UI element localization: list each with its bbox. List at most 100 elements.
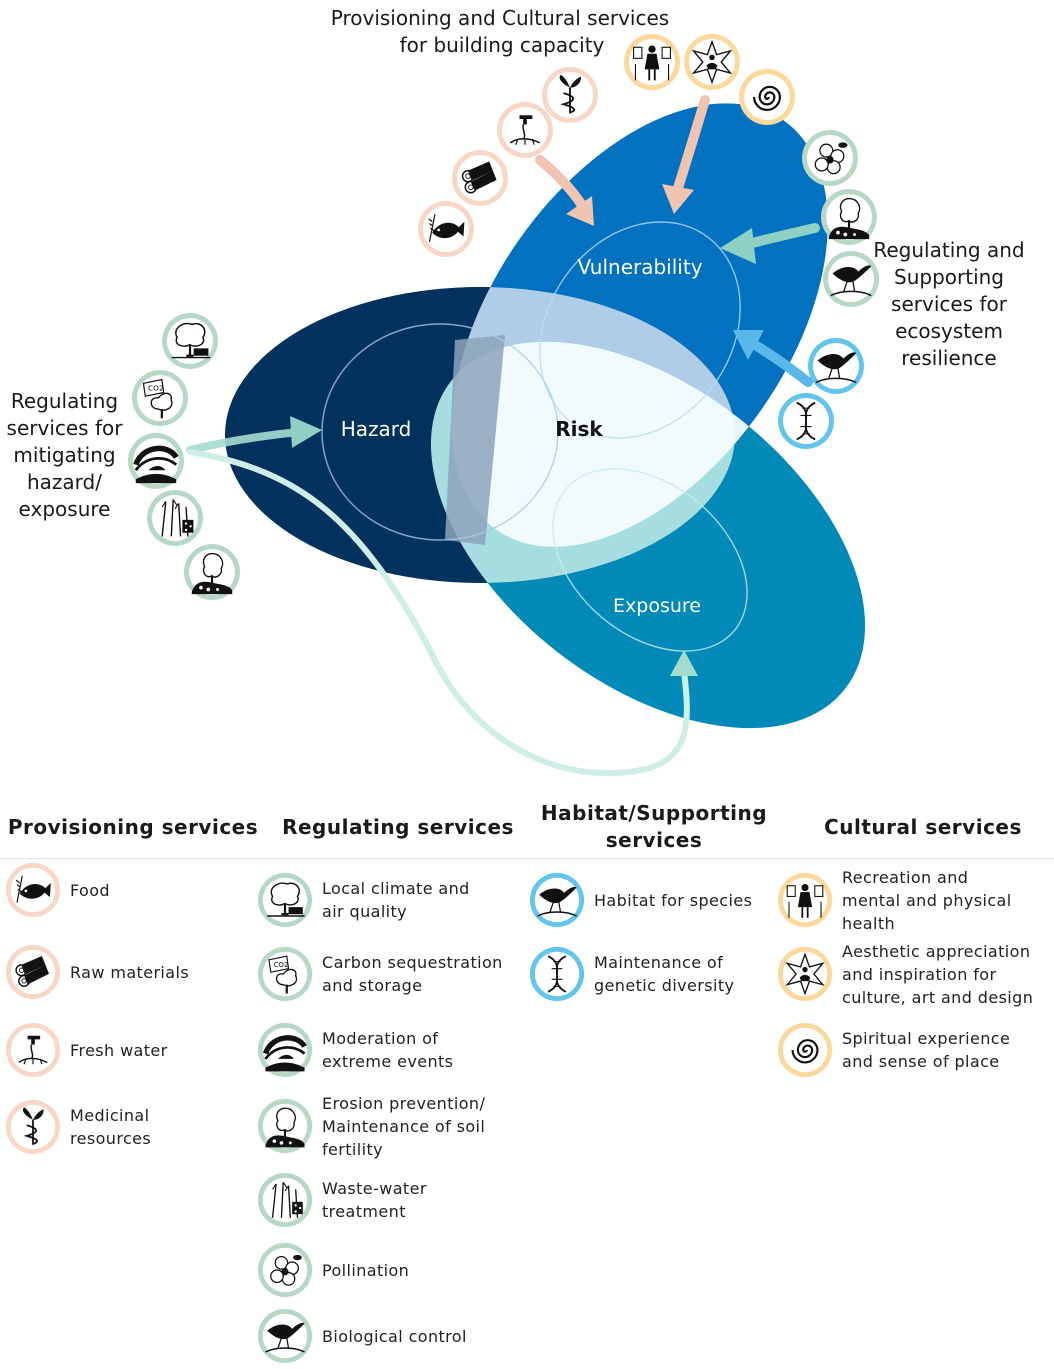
top-annotation-line-1: Provisioning and Cultural services (330, 6, 670, 30)
right-annotation-line-2: Supporting (894, 265, 1004, 289)
legend-item-erosion-prevention: Erosion prevention/Maintenance of soil fe… (256, 1092, 485, 1161)
exposure-label: Exposure (613, 595, 701, 617)
right-annotation-line-3: services for (891, 292, 1007, 316)
soil-fertility-icon (184, 544, 240, 600)
legend-item-label: Local climate and air quality (322, 877, 470, 923)
legend-item-extreme-events: Moderation of extreme events (256, 1018, 453, 1082)
arrow-habitat-left (750, 340, 813, 387)
legend-item-label: Erosion prevention/Maintenance of soil fe… (322, 1092, 485, 1161)
risk-label: Risk (555, 417, 603, 441)
legend-item-biological-control: Biological control (256, 1304, 467, 1368)
exposure-inner-outline (552, 468, 748, 652)
right-annotation-line-1: Regulating and (873, 238, 1025, 262)
legend-item-pollination: Pollination (256, 1238, 409, 1302)
legend-item-aesthetic: Aesthetic appreciation and inspiration fo… (776, 940, 1033, 1009)
legend-item-label-line: Recreation and (842, 867, 969, 887)
fresh-water-icon (5, 1022, 61, 1078)
extreme-events-icon (257, 1022, 313, 1078)
legend-item-label: Aesthetic appreciation and inspiration fo… (842, 940, 1033, 1009)
legend-item-label: Food (70, 879, 110, 902)
vulnerability-inner-outline (539, 221, 741, 439)
legend-head-habitat-line-1: Habitat/Supporting (540, 801, 768, 825)
arrow-cultural-down-head (662, 184, 694, 214)
top-annotation-line-2: for building capacity (399, 33, 605, 57)
legend-item-label-line: and storage (322, 976, 423, 995)
legend-item-label-line: extreme events (322, 1052, 454, 1071)
svg-text:CO2: CO2 (148, 384, 164, 393)
legend-item-label-line: Pollination (322, 1260, 410, 1280)
aesthetic-icon (777, 946, 833, 1002)
legend-head-regulating-line-1: Regulating services (282, 815, 514, 839)
carbon-sequestration-icon: CO2 (132, 370, 188, 426)
pollination-icon (802, 130, 858, 186)
arrow-habitat-left-head (733, 330, 764, 360)
erosion-prevention-icon (257, 1098, 313, 1154)
top-annotation: Provisioning and Cultural services for b… (300, 5, 700, 59)
local-climate-icon (257, 872, 313, 928)
left-annotation-line-5: exposure (18, 497, 111, 521)
legend-item-label: Moderation of extreme events (322, 1027, 453, 1073)
legend-item-label-line: mental and physical (842, 890, 1012, 910)
vulnerability-label: Vulnerability (577, 255, 702, 279)
left-annotation: Regulating services for mitigating hazar… (2, 388, 127, 523)
biological-control-icon (823, 251, 879, 307)
fresh-water-icon (497, 102, 553, 158)
legend-item-label: Pollination (322, 1259, 409, 1282)
legend-item-label-line: Erosion prevention/ (322, 1093, 486, 1113)
legend-item-label-line: Spiritual experience (842, 1029, 1011, 1048)
legend-item-label-line: Medicinal (70, 1106, 150, 1125)
legend-item-label-line: Biological control (322, 1326, 467, 1346)
legend-head-cultural: Cultural services (800, 814, 1046, 841)
raw-materials-icon (452, 150, 508, 206)
food-icon (5, 862, 61, 918)
legend-head-regulating: Regulating services (280, 814, 516, 841)
legend-item-label-line: Moderation of (322, 1029, 439, 1048)
genetic-diversity-icon (778, 393, 834, 449)
arrow-regulating-hazard-head (290, 416, 322, 448)
left-annotation-line-1: Regulating (10, 389, 119, 413)
medicinal-resources-icon (542, 67, 598, 123)
legend-item-raw-materials: Raw materials (4, 940, 189, 1004)
right-annotation-line-4: ecosystem (895, 319, 1003, 343)
legend-item-label: Medicinal resources (70, 1104, 151, 1150)
recreation-icon (624, 34, 680, 90)
legend-item-label-line: Habitat for species (594, 890, 753, 910)
legend-item-label-line: and inspiration for (842, 964, 997, 984)
legend-head-provisioning: Provisioning services (4, 814, 262, 841)
legend-item-label: Raw materials (70, 961, 189, 984)
legend-item-label-line: Food (70, 880, 110, 900)
legend-head-provisioning-line-1: Provisioning services (7, 815, 259, 839)
legend-item-fresh-water: Fresh water (4, 1018, 168, 1082)
extreme-events-icon (128, 433, 184, 489)
legend-item-habitat: Habitat for species (528, 868, 752, 932)
habitat-icon (529, 872, 585, 928)
legend-item-label: Spiritual experience and sense of place (842, 1027, 1010, 1073)
waste-water-icon (147, 490, 203, 546)
legend-item-label-line: air quality (322, 902, 408, 921)
legend-head-cultural-line-1: Cultural services (824, 815, 1022, 839)
left-annotation-line-4: hazard/ (27, 470, 102, 494)
hazard-inner-outline (321, 323, 559, 541)
legend-item-label: Biological control (322, 1325, 467, 1348)
legend-item-food: Food (4, 858, 110, 922)
legend-item-label-line: Aesthetic appreciation (842, 941, 1031, 961)
legend-head-habitat-line-2: services (605, 828, 703, 852)
recreation-icon (777, 872, 833, 928)
spiritual-icon (739, 69, 795, 125)
legend-item-label-line: Local climate and (322, 879, 470, 898)
arrow-cultural-down (673, 95, 710, 193)
svg-text:CO2: CO2 (273, 960, 288, 969)
spiritual-icon (777, 1022, 833, 1078)
legend-item-label-line: resources (70, 1129, 152, 1148)
legend-item-label-line: culture, art and design (842, 987, 1034, 1007)
pollination-icon (257, 1242, 313, 1298)
legend-item-label-line: fertility (322, 1139, 384, 1159)
arrow-supporting-left-head (720, 228, 756, 264)
legend-item-label-line: Maintenance of soil (322, 1116, 486, 1136)
risk-venn-diagram: Hazard Vulnerability Exposure Risk CO2 (128, 34, 905, 777)
legend-item-label-line: and sense of place (842, 1052, 1000, 1071)
